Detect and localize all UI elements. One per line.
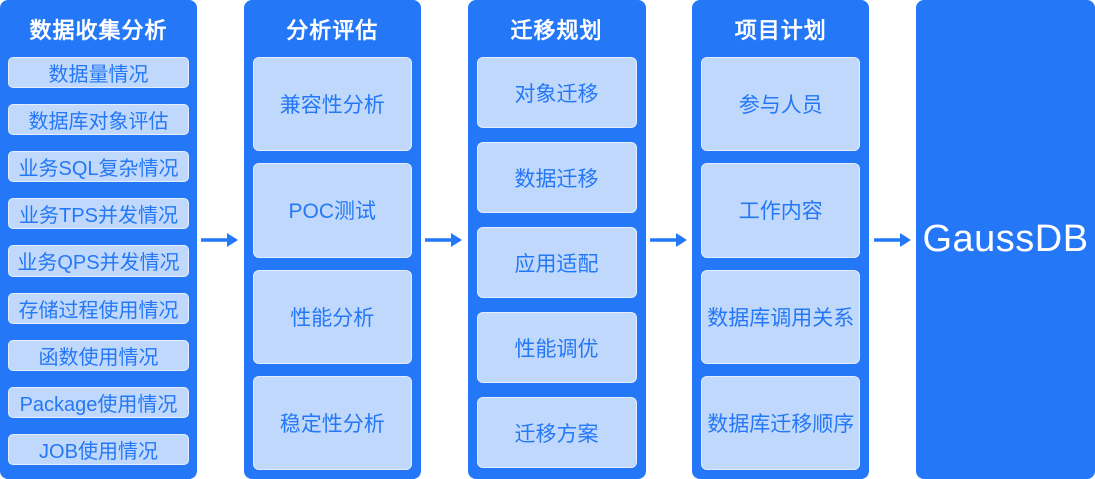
stage-column-data-collection: 数据收集分析 数据量情况 数据库对象评估 业务SQL复杂情况 业务TPS并发情况… (0, 0, 197, 479)
item-box: 稳定性分析 (252, 375, 412, 470)
stage-column-migration-planning: 迁移规划 对象迁移 数据迁移 应用适配 性能调优 迁移方案 (467, 0, 646, 479)
stage-items: 数据量情况 数据库对象评估 业务SQL复杂情况 业务TPS并发情况 业务QPS并… (0, 57, 197, 479)
item-box: 业务QPS并发情况 (8, 245, 189, 277)
item-box: JOB使用情况 (8, 433, 189, 465)
right-arrow-icon (649, 232, 687, 247)
stage-items: 对象迁移 数据迁移 应用适配 性能调优 迁移方案 (468, 57, 646, 479)
item-box: 迁移方案 (476, 397, 637, 468)
item-box: 数据库迁移顺序 (701, 375, 861, 470)
flow-connector (646, 0, 693, 479)
item-box: 业务SQL复杂情况 (8, 151, 189, 183)
item-box: 工作内容 (701, 163, 861, 258)
item-box: 数据库对象评估 (8, 104, 189, 136)
right-arrow-icon (425, 232, 463, 247)
stage-items: 参与人员 工作内容 数据库调用关系 数据库迁移顺序 (692, 57, 869, 479)
item-box: 对象迁移 (476, 57, 637, 128)
item-box: 数据量情况 (8, 57, 189, 89)
item-box: 函数使用情况 (8, 339, 189, 371)
item-box: 性能调优 (476, 312, 637, 383)
target-database-label: GaussDB (922, 218, 1089, 260)
flow-connector (869, 0, 916, 479)
item-box: 性能分析 (252, 269, 412, 364)
stage-column-project-plan: 项目计划 参与人员 工作内容 数据库调用关系 数据库迁移顺序 (692, 0, 870, 479)
item-box: 应用适配 (476, 227, 637, 298)
target-database-block: GaussDB (916, 0, 1095, 479)
item-box: 业务TPS并发情况 (8, 198, 189, 230)
item-box: Package使用情况 (8, 386, 189, 418)
item-box: POC测试 (252, 163, 412, 258)
right-arrow-icon (201, 232, 239, 247)
flow-connector (197, 0, 244, 479)
item-box: 参与人员 (701, 57, 861, 152)
stage-column-analysis-evaluation: 分析评估 兼容性分析 POC测试 性能分析 稳定性分析 (243, 0, 421, 479)
stage-title: 分析评估 (286, 17, 379, 43)
stage-title: 数据收集分析 (29, 17, 168, 43)
item-box: 存储过程使用情况 (8, 292, 189, 324)
item-box: 数据库调用关系 (701, 269, 861, 364)
item-box: 数据迁移 (476, 142, 637, 213)
right-arrow-icon (873, 232, 911, 247)
stage-title: 项目计划 (734, 17, 827, 43)
item-box: 兼容性分析 (252, 57, 412, 152)
stage-title: 迁移规划 (510, 17, 603, 43)
flow-connector (421, 0, 468, 479)
stage-items: 兼容性分析 POC测试 性能分析 稳定性分析 (244, 57, 421, 479)
